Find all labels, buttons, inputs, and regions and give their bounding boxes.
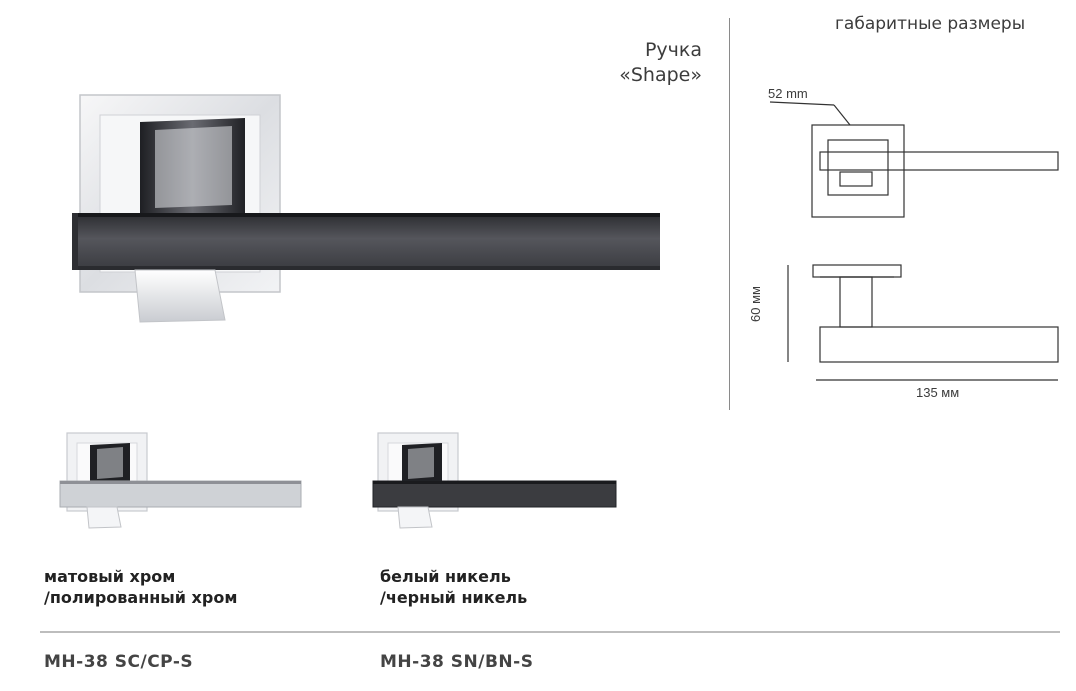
dimension-height-label: 60 мм [748, 286, 763, 322]
section-divider-horizontal [40, 631, 1060, 633]
product-title-line1: Ручка [644, 39, 702, 61]
product-title: Ручка «Shape» [560, 38, 702, 88]
variant-image-black-nickel [372, 432, 617, 529]
product-title-line2: «Shape» [619, 64, 702, 86]
variant-label-line1: матовый хром [44, 567, 176, 586]
main-handle-image [72, 94, 660, 323]
variant-code-satin-chrome: MH-38 SC/CP-S [44, 652, 194, 672]
dimension-length-label: 135 мм [916, 385, 960, 400]
dimension-drawing [769, 101, 1059, 381]
dimensions-heading: габаритные размеры [835, 14, 1026, 34]
dimension-width-label: 52 mm [768, 86, 808, 101]
variant-code-black-nickel: MH-38 SN/BN-S [380, 652, 534, 672]
variant-label-line1: белый никель [380, 567, 511, 586]
section-divider-vertical [729, 18, 730, 410]
variant-label-line2: /полированный хром [44, 588, 238, 607]
variant-label-black-nickel: белый никель /черный никель [380, 566, 527, 608]
variant-label-line2: /черный никель [380, 588, 528, 607]
variant-image-satin-chrome [59, 432, 302, 529]
variant-label-satin-chrome: матовый хром /полированный хром [44, 566, 237, 608]
